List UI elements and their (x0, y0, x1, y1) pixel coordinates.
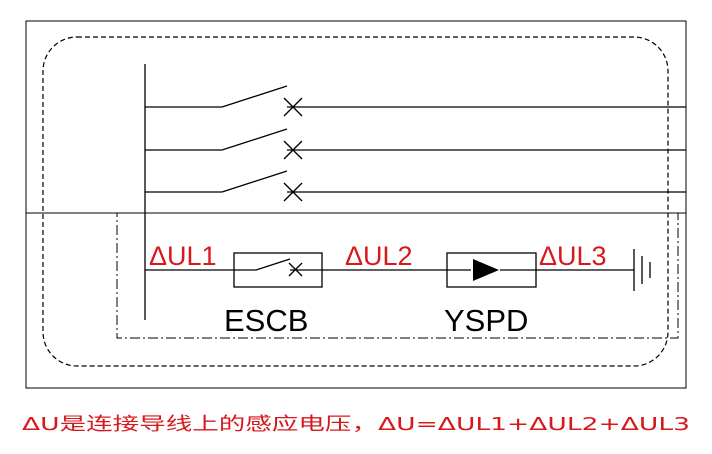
spd-branch-outline (116, 212, 679, 339)
ground-icon (633, 249, 651, 291)
label-dul1: ΔUL1 (149, 241, 217, 271)
label-escb: ESCB (224, 303, 308, 338)
caption: ΔU是连接导线上的感应电压，ΔU=ΔUL1+ΔUL2+ΔUL3 (22, 414, 690, 435)
breaker-x-icon (283, 182, 303, 202)
outer-frame (25, 20, 687, 389)
diode-triangle-icon (473, 259, 499, 281)
label-dul3: ΔUL3 (539, 241, 607, 271)
induction-loop-outline (42, 36, 669, 367)
feeder-3 (145, 170, 686, 202)
label-dul2: ΔUL2 (345, 241, 413, 271)
yspd-component (446, 252, 537, 288)
label-yspd: YSPD (444, 303, 528, 338)
escb-component (233, 252, 323, 288)
feeder-2 (145, 128, 686, 160)
breaker-x-icon (283, 140, 303, 160)
breaker-x-icon (288, 262, 303, 277)
feeder-1 (145, 85, 686, 117)
breaker-x-icon (283, 97, 303, 117)
